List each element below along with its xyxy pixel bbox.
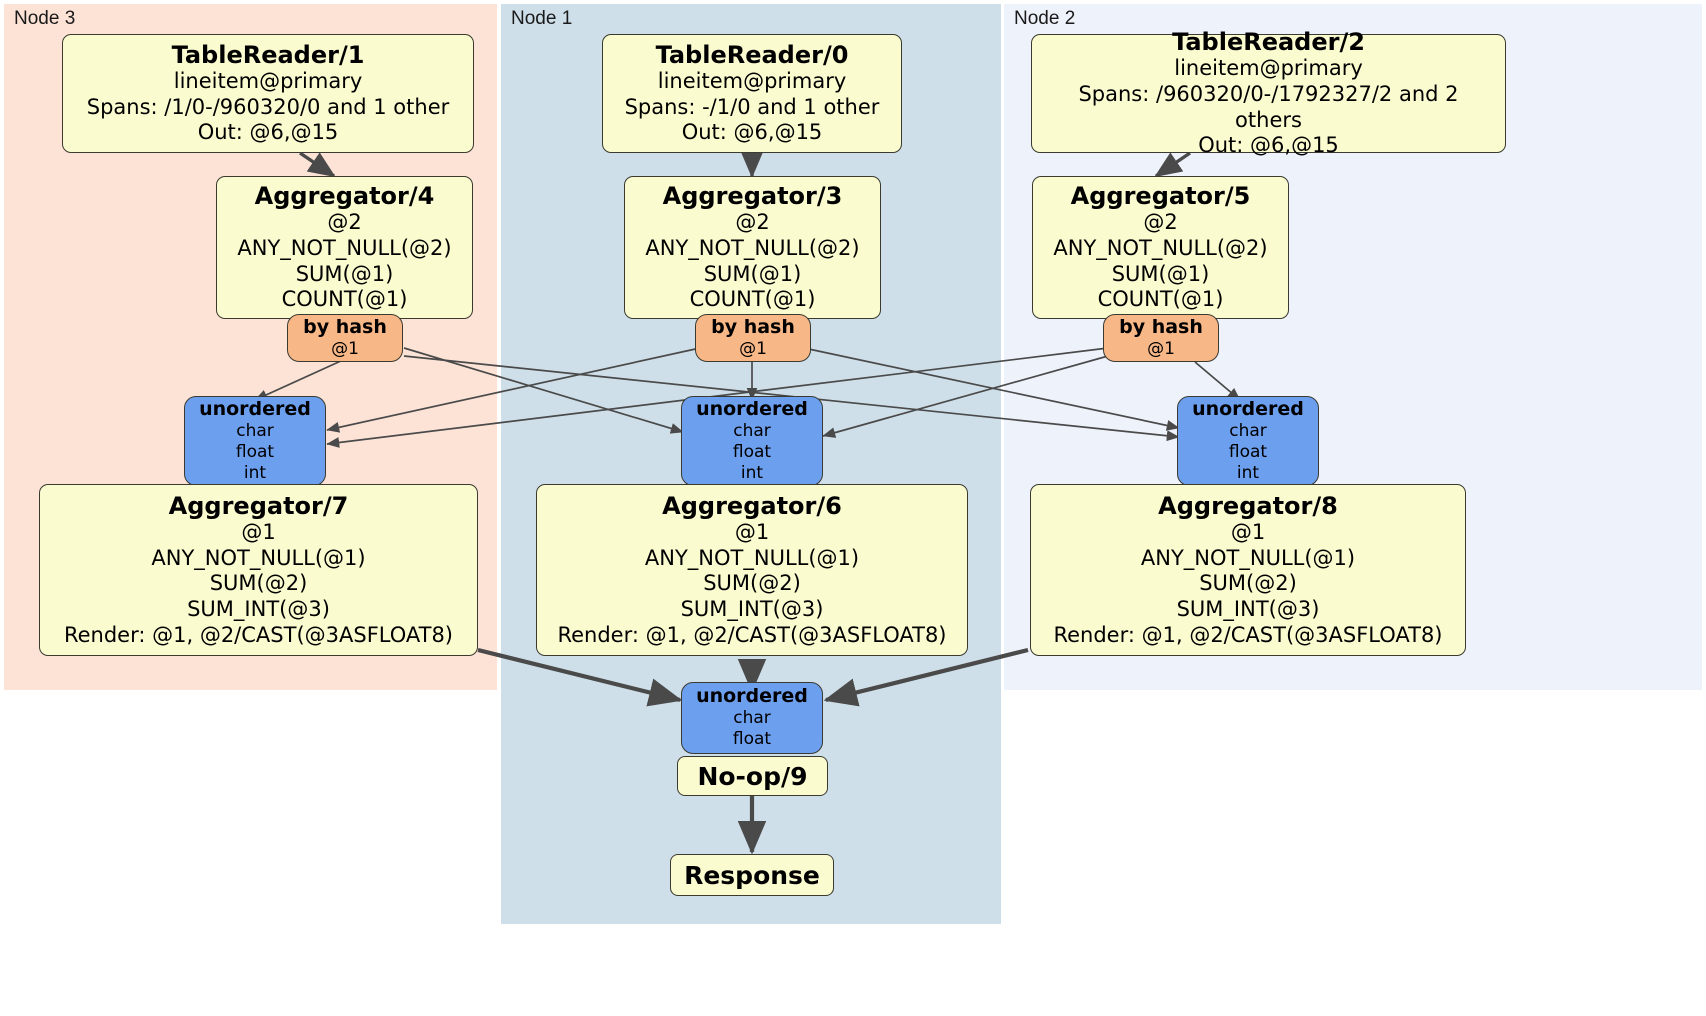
aggregator-5-line-2: SUM(@1) — [1111, 261, 1210, 286]
aggregator-4-line-3: COUNT(@1) — [281, 287, 408, 312]
table-reader-1-box[interactable]: TableReader/1 lineitem@primary Spans: /1… — [62, 34, 474, 153]
aggregator-7-line-0: @1 — [241, 520, 276, 545]
receiver-node2-line-1: float — [1228, 441, 1268, 462]
aggregator-7-line-3: SUM_INT(@3) — [187, 596, 330, 621]
receiver-node3-line-1: float — [235, 441, 275, 462]
aggregator-8-line-3: SUM_INT(@3) — [1176, 596, 1320, 621]
aggregator-6-line-3: SUM_INT(@3) — [680, 596, 824, 621]
aggregator-3-line-2: SUM(@1) — [703, 261, 802, 286]
aggregator-8-title: Aggregator/8 — [1158, 491, 1338, 520]
table-reader-2-line-0: lineitem@primary — [1174, 56, 1363, 81]
hash-router-node2-title: by hash — [1119, 315, 1203, 338]
aggregator-4-line-0: @2 — [327, 210, 362, 235]
table-reader-2-line-2: Out: @6,@15 — [1198, 133, 1339, 158]
aggregator-6-title: Aggregator/6 — [662, 491, 842, 520]
aggregator-3-line-0: @2 — [735, 210, 770, 235]
response-title: Response — [684, 860, 820, 890]
table-reader-0-title: TableReader/0 — [655, 40, 849, 69]
aggregator-6-line-4: Render: @1, @2/CAST(@3ASFLOAT8) — [557, 622, 947, 647]
hash-router-node1-title: by hash — [711, 315, 795, 338]
receiver-node1-line-0: char — [733, 420, 771, 441]
aggregator-5-line-3: COUNT(@1) — [1097, 287, 1224, 312]
receiver-node2-line-2: int — [1236, 463, 1260, 484]
receiver-node3-title: unordered — [199, 397, 311, 420]
table-reader-2-title: TableReader/2 — [1172, 28, 1365, 57]
aggregator-8-line-2: SUM(@2) — [1199, 571, 1297, 596]
receiver-node2-line-0: char — [1229, 420, 1267, 441]
table-reader-1-line-0: lineitem@primary — [173, 69, 363, 94]
aggregator-4-line-2: SUM(@1) — [295, 261, 394, 286]
receiver-node2-title: unordered — [1192, 397, 1304, 420]
final-receiver-line-0: char — [733, 708, 771, 729]
aggregator-4-line-1: ANY_NOT_NULL(@2) — [237, 236, 452, 261]
aggregator-7-title: Aggregator/7 — [168, 491, 349, 520]
receiver-node1[interactable]: unordered char float int — [681, 396, 823, 486]
aggregator-6-line-1: ANY_NOT_NULL(@1) — [644, 545, 860, 570]
node-panel-label-node2: Node 2 — [1014, 8, 1076, 29]
table-reader-2-line-1: Spans: /960320/0-/1792327/2 and 2 others — [1078, 82, 1459, 132]
receiver-node1-title: unordered — [696, 397, 808, 420]
hash-router-node3-line-0: @1 — [331, 338, 359, 359]
receiver-node2[interactable]: unordered char float int — [1177, 396, 1319, 486]
table-reader-0-line-2: Out: @6,@15 — [681, 120, 823, 145]
receiver-node3-line-2: int — [243, 463, 267, 484]
final-receiver-line-1: float — [732, 729, 772, 750]
aggregator-3-line-1: ANY_NOT_NULL(@2) — [645, 236, 860, 261]
aggregator-8-line-4: Render: @1, @2/CAST(@3ASFLOAT8) — [1053, 622, 1443, 647]
table-reader-2-box[interactable]: TableReader/2 lineitem@primary Spans: /9… — [1031, 28, 1506, 157]
table-reader-0-line-1: Spans: -/1/0 and 1 other — [624, 94, 880, 119]
aggregator-4-title: Aggregator/4 — [254, 182, 435, 211]
aggregator-5-box[interactable]: Aggregator/5 @2 ANY_NOT_NULL(@2) SUM(@1)… — [1032, 176, 1289, 319]
aggregator-7-line-2: SUM(@2) — [209, 571, 308, 596]
node-panel-label-node1: Node 1 — [511, 8, 573, 29]
table-reader-0-box[interactable]: TableReader/0 lineitem@primary Spans: -/… — [602, 34, 902, 153]
table-reader-1-line-2: Out: @6,@15 — [197, 120, 339, 145]
aggregator-6-line-0: @1 — [734, 520, 770, 545]
receiver-node3[interactable]: unordered char float int — [184, 396, 326, 486]
aggregator-8-line-1: ANY_NOT_NULL(@1) — [1140, 545, 1356, 570]
aggregator-5-line-1: ANY_NOT_NULL(@2) — [1053, 236, 1268, 261]
aggregator-7-line-1: ANY_NOT_NULL(@1) — [151, 545, 366, 570]
aggregator-7-line-4: Render: @1, @2/CAST(@3ASFLOAT8) — [63, 622, 454, 647]
aggregator-7-box[interactable]: Aggregator/7 @1 ANY_NOT_NULL(@1) SUM(@2)… — [39, 484, 478, 656]
aggregator-5-title: Aggregator/5 — [1070, 182, 1251, 211]
node-panel-label-node3: Node 3 — [14, 8, 76, 29]
hash-router-node1-line-0: @1 — [739, 338, 767, 359]
response-box[interactable]: Response — [670, 854, 834, 896]
aggregator-3-title: Aggregator/3 — [662, 182, 843, 211]
hash-router-node1[interactable]: by hash @1 — [695, 314, 811, 362]
receiver-node1-line-1: float — [732, 441, 772, 462]
aggregator-6-line-2: SUM(@2) — [703, 571, 801, 596]
hash-router-node2[interactable]: by hash @1 — [1103, 314, 1219, 362]
aggregator-5-line-0: @2 — [1143, 210, 1178, 235]
aggregator-8-box[interactable]: Aggregator/8 @1 ANY_NOT_NULL(@1) SUM(@2)… — [1030, 484, 1466, 656]
table-reader-1-title: TableReader/1 — [171, 40, 365, 69]
no-op-9-title: No-op/9 — [697, 761, 808, 791]
receiver-node1-line-2: int — [740, 463, 764, 484]
hash-router-node3[interactable]: by hash @1 — [287, 314, 403, 362]
hash-router-node2-line-0: @1 — [1147, 338, 1175, 359]
hash-router-node3-title: by hash — [303, 315, 387, 338]
table-reader-0-line-0: lineitem@primary — [657, 69, 847, 94]
receiver-node3-line-0: char — [236, 420, 274, 441]
final-receiver[interactable]: unordered char float — [681, 682, 823, 754]
final-receiver-title: unordered — [696, 685, 808, 708]
table-reader-1-line-1: Spans: /1/0-/960320/0 and 1 other — [86, 94, 450, 119]
aggregator-4-box[interactable]: Aggregator/4 @2 ANY_NOT_NULL(@2) SUM(@1)… — [216, 176, 473, 319]
aggregator-8-line-0: @1 — [1230, 520, 1266, 545]
aggregator-3-box[interactable]: Aggregator/3 @2 ANY_NOT_NULL(@2) SUM(@1)… — [624, 176, 881, 319]
no-op-9-box[interactable]: No-op/9 — [677, 756, 828, 796]
aggregator-6-box[interactable]: Aggregator/6 @1 ANY_NOT_NULL(@1) SUM(@2)… — [536, 484, 968, 656]
aggregator-3-line-3: COUNT(@1) — [689, 287, 816, 312]
